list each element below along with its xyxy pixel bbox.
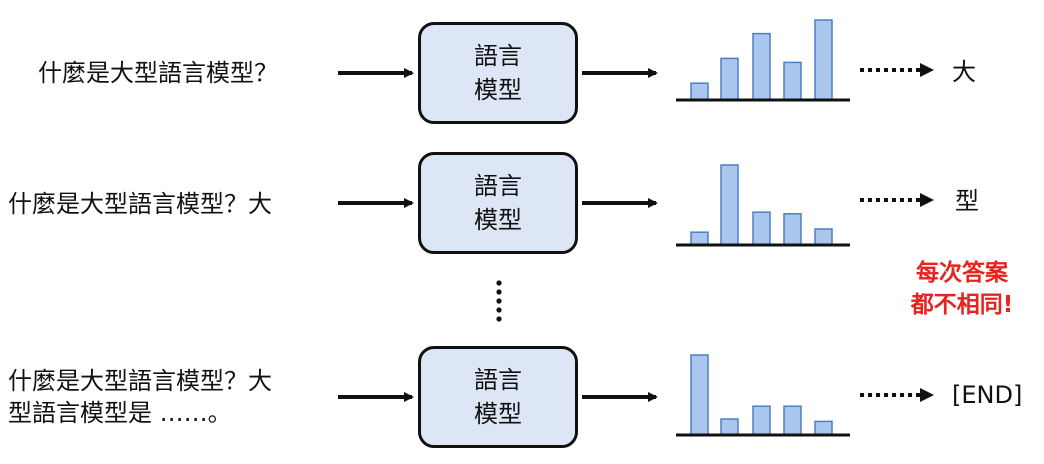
model-label-line-1: 語言 xyxy=(474,172,522,200)
probability-bar-3-5 xyxy=(814,420,833,436)
probability-bar-3-1 xyxy=(690,354,709,436)
probability-bar-2-1 xyxy=(690,231,709,246)
ellipsis-dot-3 xyxy=(496,298,502,304)
model-label-line-2: 模型 xyxy=(474,76,522,104)
probability-bar-2-3 xyxy=(752,211,771,246)
probability-bar-1-1 xyxy=(690,82,709,101)
probability-bar-3-4 xyxy=(783,405,802,436)
probability-bar-2-2 xyxy=(720,164,739,246)
probability-bar-2-4 xyxy=(783,213,802,246)
language-model-box-1: 語言 模型 xyxy=(418,22,578,124)
input-text-3-line-1: 什麼是大型語言模型？大 xyxy=(8,367,272,395)
model-label-line-2: 模型 xyxy=(474,206,522,234)
ellipsis-dot-5 xyxy=(496,316,502,322)
model-label-line-1: 語言 xyxy=(474,42,522,70)
ellipsis-dot-4 xyxy=(496,307,502,313)
probability-bar-2-5 xyxy=(814,228,833,246)
input-text-2-line-1: 什麼是大型語言模型？大 xyxy=(8,190,272,218)
output-token-2: 型 xyxy=(955,187,979,215)
probability-bar-1-2 xyxy=(720,57,739,101)
note-line-1: 每次答案 xyxy=(916,260,1008,286)
note-line-2: 都不相同! xyxy=(910,292,1014,318)
ellipsis-dot-2 xyxy=(496,289,502,295)
input-text-3: 什麼是大型語言模型？大 型語言模型是 ……。 xyxy=(8,365,272,429)
language-model-box-3: 語言 模型 xyxy=(418,346,578,448)
probability-bar-1-5 xyxy=(814,19,833,101)
output-token-3: [END] xyxy=(952,381,1023,409)
model-label-line-2: 模型 xyxy=(474,400,522,428)
probability-bar-3-3 xyxy=(752,405,771,436)
input-text-2: 什麼是大型語言模型？大 xyxy=(8,188,272,220)
input-text-1: 什麼是大型語言模型？ xyxy=(38,57,278,89)
language-model-box-2: 語言 模型 xyxy=(418,152,578,254)
probability-bar-1-3 xyxy=(752,32,771,101)
note-text: 每次答案 都不相同! xyxy=(902,257,1022,321)
ellipsis-dot-1 xyxy=(496,280,502,286)
probability-bar-3-2 xyxy=(720,418,739,436)
input-text-1-line-1: 什麼是大型語言模型？ xyxy=(38,59,278,87)
output-token-1: 大 xyxy=(952,58,976,86)
input-text-3-line-2: 型語言模型是 ……。 xyxy=(8,399,232,427)
probability-bar-1-4 xyxy=(783,61,802,101)
model-label-line-1: 語言 xyxy=(474,366,522,394)
